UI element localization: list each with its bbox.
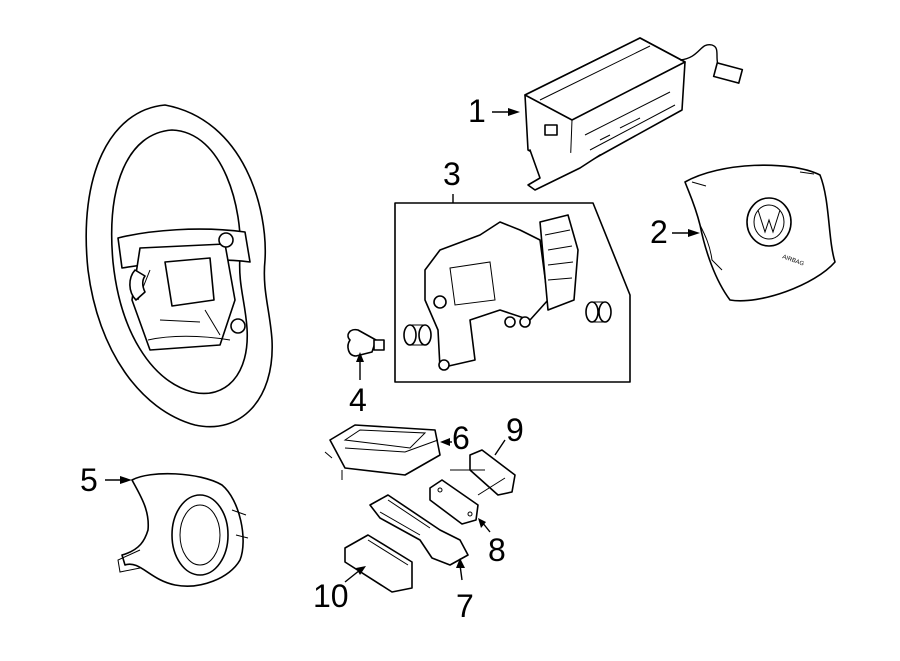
callout-7: 7 [456,588,474,624]
callout-3: 3 [443,156,461,192]
steering-wheel [85,104,273,428]
spring-left [403,324,432,346]
driver-airbag-cover: AIRBAG [684,164,836,302]
small-bulb-part [347,328,385,380]
callout-10: 10 [313,578,349,614]
switch-housing-assembly [394,194,631,383]
airbag-control-module [324,424,452,480]
clock-spring [105,472,249,587]
spring-right [585,301,612,323]
lower-bracket [344,534,413,593]
callout-5: 5 [80,462,98,498]
leader-lines [492,108,700,237]
sensor-bracket [369,494,469,581]
callout-1: 1 [468,93,486,129]
mounting-plate [429,479,491,533]
bolt-bracket [450,439,516,496]
callout-8: 8 [488,532,506,568]
callout-2: 2 [650,214,668,250]
callout-9: 9 [506,412,524,448]
passenger-airbag-module [524,37,744,191]
callout-4: 4 [349,382,367,418]
callout-6: 6 [452,420,470,456]
